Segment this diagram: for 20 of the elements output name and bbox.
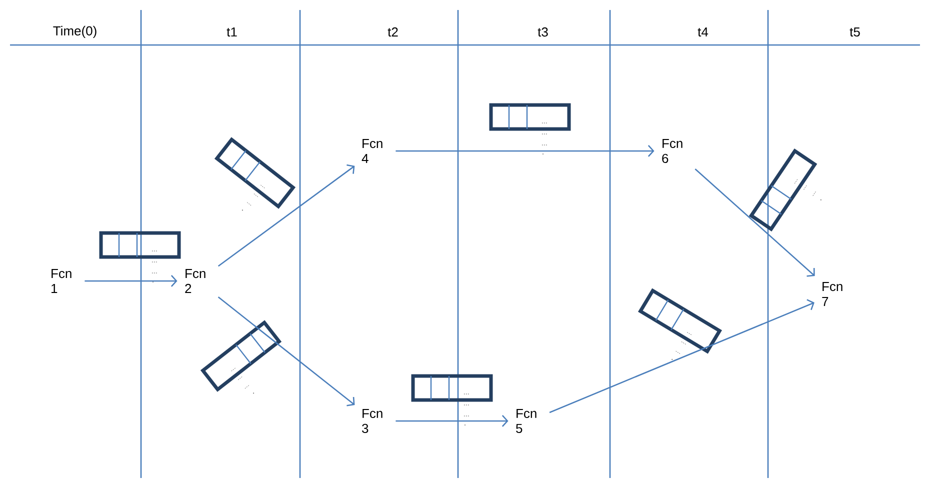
time-label: t2 xyxy=(388,27,398,37)
function-label: Fcn 7 xyxy=(822,282,842,306)
time-label: t4 xyxy=(698,27,708,36)
arrow xyxy=(396,415,508,427)
function-label: Fcn 5 xyxy=(516,408,536,434)
arrow xyxy=(218,296,355,406)
function-label: Fcn 1 xyxy=(52,269,72,293)
time-label: t3 xyxy=(538,27,548,37)
arrow xyxy=(694,168,815,277)
arrow xyxy=(396,145,654,157)
arrow xyxy=(549,299,814,414)
function-label: Fcn 3 xyxy=(362,408,382,434)
time-label: t1 xyxy=(226,27,237,36)
function-label: Fcn 6 xyxy=(662,138,682,164)
function-label: Fcn 4 xyxy=(362,139,382,163)
arrow xyxy=(218,164,355,267)
time-label: t5 xyxy=(850,27,860,37)
arrow xyxy=(84,275,178,287)
time-label: Time(0) xyxy=(53,26,96,38)
function-label: Fcn 2 xyxy=(185,269,206,293)
